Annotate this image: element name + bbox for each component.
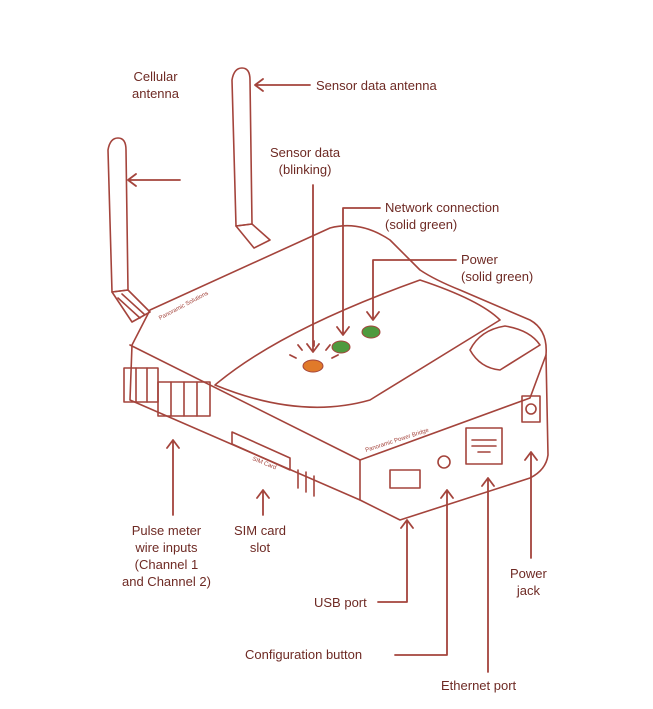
model-text: Panoramic Power Bridge (365, 427, 431, 453)
label-line: Power (510, 566, 547, 581)
label-line: antenna (132, 86, 179, 101)
label-line: wire inputs (135, 540, 198, 555)
label-line: Sensor data (270, 145, 341, 160)
label-config-button: Configuration button (245, 647, 363, 662)
callout-arrows (127, 78, 538, 673)
label-ethernet-port: Ethernet port (441, 678, 517, 693)
label-power-led: Power (solid green) (461, 251, 533, 285)
label-line: (solid green) (461, 269, 534, 284)
label-line: Pulse meter (131, 523, 202, 538)
label-line: SIM card (234, 523, 287, 538)
label-power-jack: Power jack (510, 565, 547, 599)
usb-port-shape (389, 469, 421, 489)
label-line: Power (461, 252, 498, 267)
network-led (331, 340, 351, 354)
label-line: slot (249, 540, 271, 555)
label-pulse-inputs: Pulse meter wire inputs (Channel 1 and C… (122, 522, 211, 590)
sensor-data-led (302, 359, 324, 373)
label-sensor-data-antenna: Sensor data antenna (316, 78, 437, 93)
label-line: (Channel 1 (134, 557, 199, 572)
label-cellular-antenna: Cellular antenna (132, 68, 179, 102)
label-line: (solid green) (385, 217, 458, 232)
label-line: (blinking) (278, 162, 332, 177)
sensor-antenna (231, 67, 271, 249)
label-line: jack (516, 583, 540, 598)
cellular-antenna (107, 137, 151, 323)
label-sim-slot: SIM card slot (234, 522, 286, 556)
label-usb-port: USB port (314, 595, 367, 610)
label-network-led: Network connection (solid green) (385, 199, 499, 233)
label-line: Network connection (385, 200, 500, 215)
label-sensor-data-led: Sensor data (blinking) (270, 144, 340, 178)
power-led (361, 325, 381, 339)
label-line: Cellular (133, 69, 178, 84)
sensor-led-rays (289, 340, 339, 359)
label-line: and Channel 2) (122, 574, 211, 589)
